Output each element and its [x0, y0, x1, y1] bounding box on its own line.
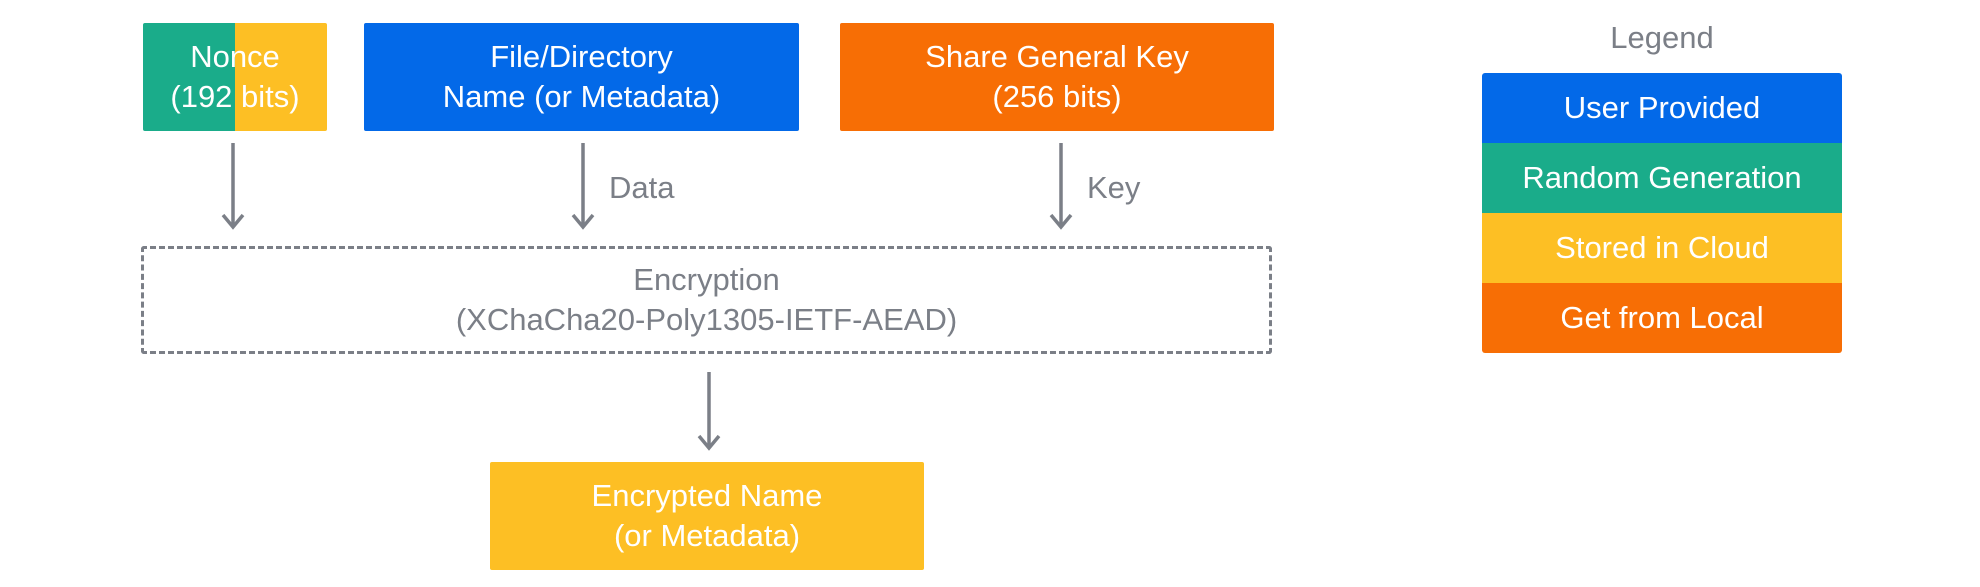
- legend-stored-in-cloud: Stored in Cloud: [1482, 213, 1842, 283]
- encrypted-name-label: Encrypted Name: [591, 478, 823, 513]
- nonce-random-half: [143, 23, 235, 131]
- legend-user-provided: User Provided: [1482, 73, 1842, 143]
- legend-stored-in-cloud-label: Stored in Cloud: [1555, 230, 1769, 265]
- encryption-title: Encryption: [633, 262, 780, 297]
- legend-user-provided-label: User Provided: [1563, 90, 1761, 125]
- output-arrow: [697, 372, 721, 451]
- key-arrow-label: Key: [1087, 170, 1141, 205]
- legend: User Provided Random Generation Stored i…: [1482, 73, 1842, 353]
- share-key-box: Share General Key (256 bits): [840, 23, 1274, 131]
- encrypted-name-box: Encrypted Name (or Metadata): [490, 462, 924, 570]
- share-key-label: Share General Key: [925, 39, 1189, 74]
- filename-label-line2: Name (or Metadata): [442, 79, 721, 114]
- filename-label-line1: File/Directory: [490, 39, 673, 74]
- nonce-arrow: [221, 143, 245, 230]
- nonce-label: Nonce: [190, 39, 280, 74]
- legend-title: Legend: [1610, 20, 1714, 55]
- share-key-size: (256 bits): [992, 79, 1122, 114]
- encryption-algorithm: (XChaCha20-Poly1305-IETF-AEAD): [455, 302, 958, 337]
- encryption-box: Encryption (XChaCha20-Poly1305-IETF-AEAD…: [141, 246, 1272, 354]
- legend-random-generation-label: Random Generation: [1522, 160, 1802, 195]
- encrypted-name-note: (or Metadata): [613, 518, 801, 553]
- nonce-box: Nonce (192 bits): [143, 23, 327, 131]
- nonce-size: (192 bits): [170, 79, 300, 114]
- key-arrow: [1049, 143, 1073, 230]
- legend-random-generation: Random Generation: [1482, 143, 1842, 213]
- data-arrow-label: Data: [609, 170, 675, 205]
- nonce-cloud-half: [235, 23, 327, 131]
- legend-get-from-local: Get from Local: [1482, 283, 1842, 353]
- filename-box: File/Directory Name (or Metadata): [364, 23, 799, 131]
- data-arrow: [571, 143, 595, 230]
- legend-get-from-local-label: Get from Local: [1560, 300, 1764, 335]
